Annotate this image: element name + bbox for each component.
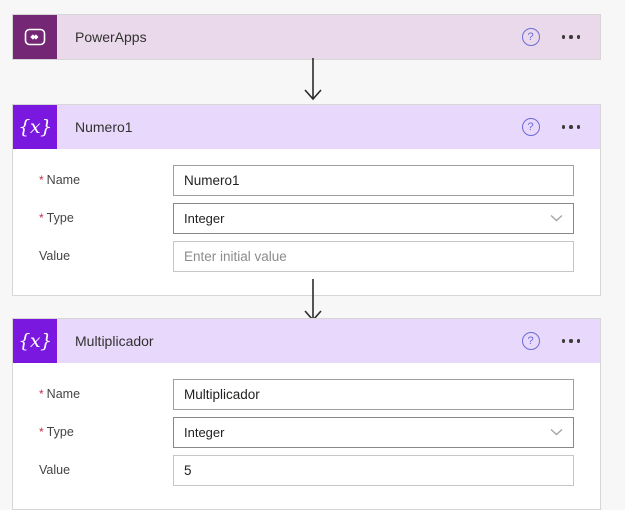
flow-node-init-variable-numero1[interactable]: {x} Numero1 ? *Name *Type <box>12 104 601 296</box>
card-body-multiplicador: *Name *Type Integer <box>13 363 600 509</box>
card-body-numero1: *Name *Type Integer <box>13 149 600 295</box>
variable-glyph: {x} <box>18 329 52 352</box>
variable-type-value: Integer <box>184 210 225 226</box>
ellipsis-menu-icon[interactable] <box>561 35 580 39</box>
required-asterisk: * <box>39 425 44 439</box>
ellipsis-menu-icon[interactable] <box>561 339 580 343</box>
help-icon[interactable]: ? <box>521 118 540 136</box>
field-control-type: Integer <box>173 416 574 448</box>
field-control-value <box>173 240 574 272</box>
ellipsis-menu-icon[interactable] <box>561 125 580 129</box>
variable-glyph: {x} <box>18 115 52 138</box>
variable-type-select[interactable]: Integer <box>173 416 574 448</box>
field-control-type: Integer <box>173 202 574 234</box>
field-control-value <box>173 454 574 486</box>
field-label-name-text: Name <box>46 173 81 187</box>
field-row-type: *Type Integer <box>13 199 600 237</box>
required-asterisk: * <box>39 173 44 187</box>
field-label-type: *Type <box>39 425 173 439</box>
field-label-name-text: Name <box>46 387 81 401</box>
powerapps-icon <box>13 15 57 59</box>
field-row-value: Value <box>13 451 600 489</box>
field-control-name <box>173 164 574 196</box>
field-label-value: Value <box>39 249 71 263</box>
card-header-powerapps[interactable]: PowerApps ? <box>13 15 600 59</box>
variable-name-input[interactable] <box>173 164 574 196</box>
variable-name-input[interactable] <box>173 378 574 410</box>
field-label-name: *Name <box>39 173 173 187</box>
variable-type-value: Integer <box>184 424 225 440</box>
card-title-numero1: Numero1 <box>75 119 133 135</box>
field-label-type-text: Type <box>46 425 74 439</box>
card-header-numero1[interactable]: {x} Numero1 ? <box>13 105 600 149</box>
field-label-name: *Name <box>39 387 173 401</box>
connector-powerapps-to-numero1 <box>0 58 625 102</box>
help-icon[interactable]: ? <box>521 332 540 350</box>
connector-numero1-to-multiplicador <box>0 279 625 323</box>
field-row-type: *Type Integer <box>13 413 600 451</box>
variable-type-select[interactable]: Integer <box>173 202 574 234</box>
variable-braces-x-icon: {x} <box>13 319 57 363</box>
required-asterisk: * <box>39 387 44 401</box>
variable-braces-x-icon: {x} <box>13 105 57 149</box>
card-header-multiplicador[interactable]: {x} Multiplicador ? <box>13 319 600 363</box>
field-control-name <box>173 378 574 410</box>
flow-node-init-variable-multiplicador[interactable]: {x} Multiplicador ? *Name *Type <box>12 318 601 510</box>
card-title-powerapps: PowerApps <box>75 29 147 45</box>
card-title-multiplicador: Multiplicador <box>75 333 154 349</box>
variable-value-input[interactable] <box>173 240 574 272</box>
variable-value-input[interactable] <box>173 454 574 486</box>
field-label-type-text: Type <box>46 211 74 225</box>
field-row-name: *Name <box>13 375 600 413</box>
field-label-type: *Type <box>39 211 173 225</box>
field-label-value: Value <box>39 463 71 477</box>
field-row-name: *Name <box>13 161 600 199</box>
help-icon[interactable]: ? <box>521 28 540 46</box>
flow-node-powerapps-trigger[interactable]: PowerApps ? <box>12 14 601 60</box>
field-row-value: Value <box>13 237 600 275</box>
required-asterisk: * <box>39 211 44 225</box>
